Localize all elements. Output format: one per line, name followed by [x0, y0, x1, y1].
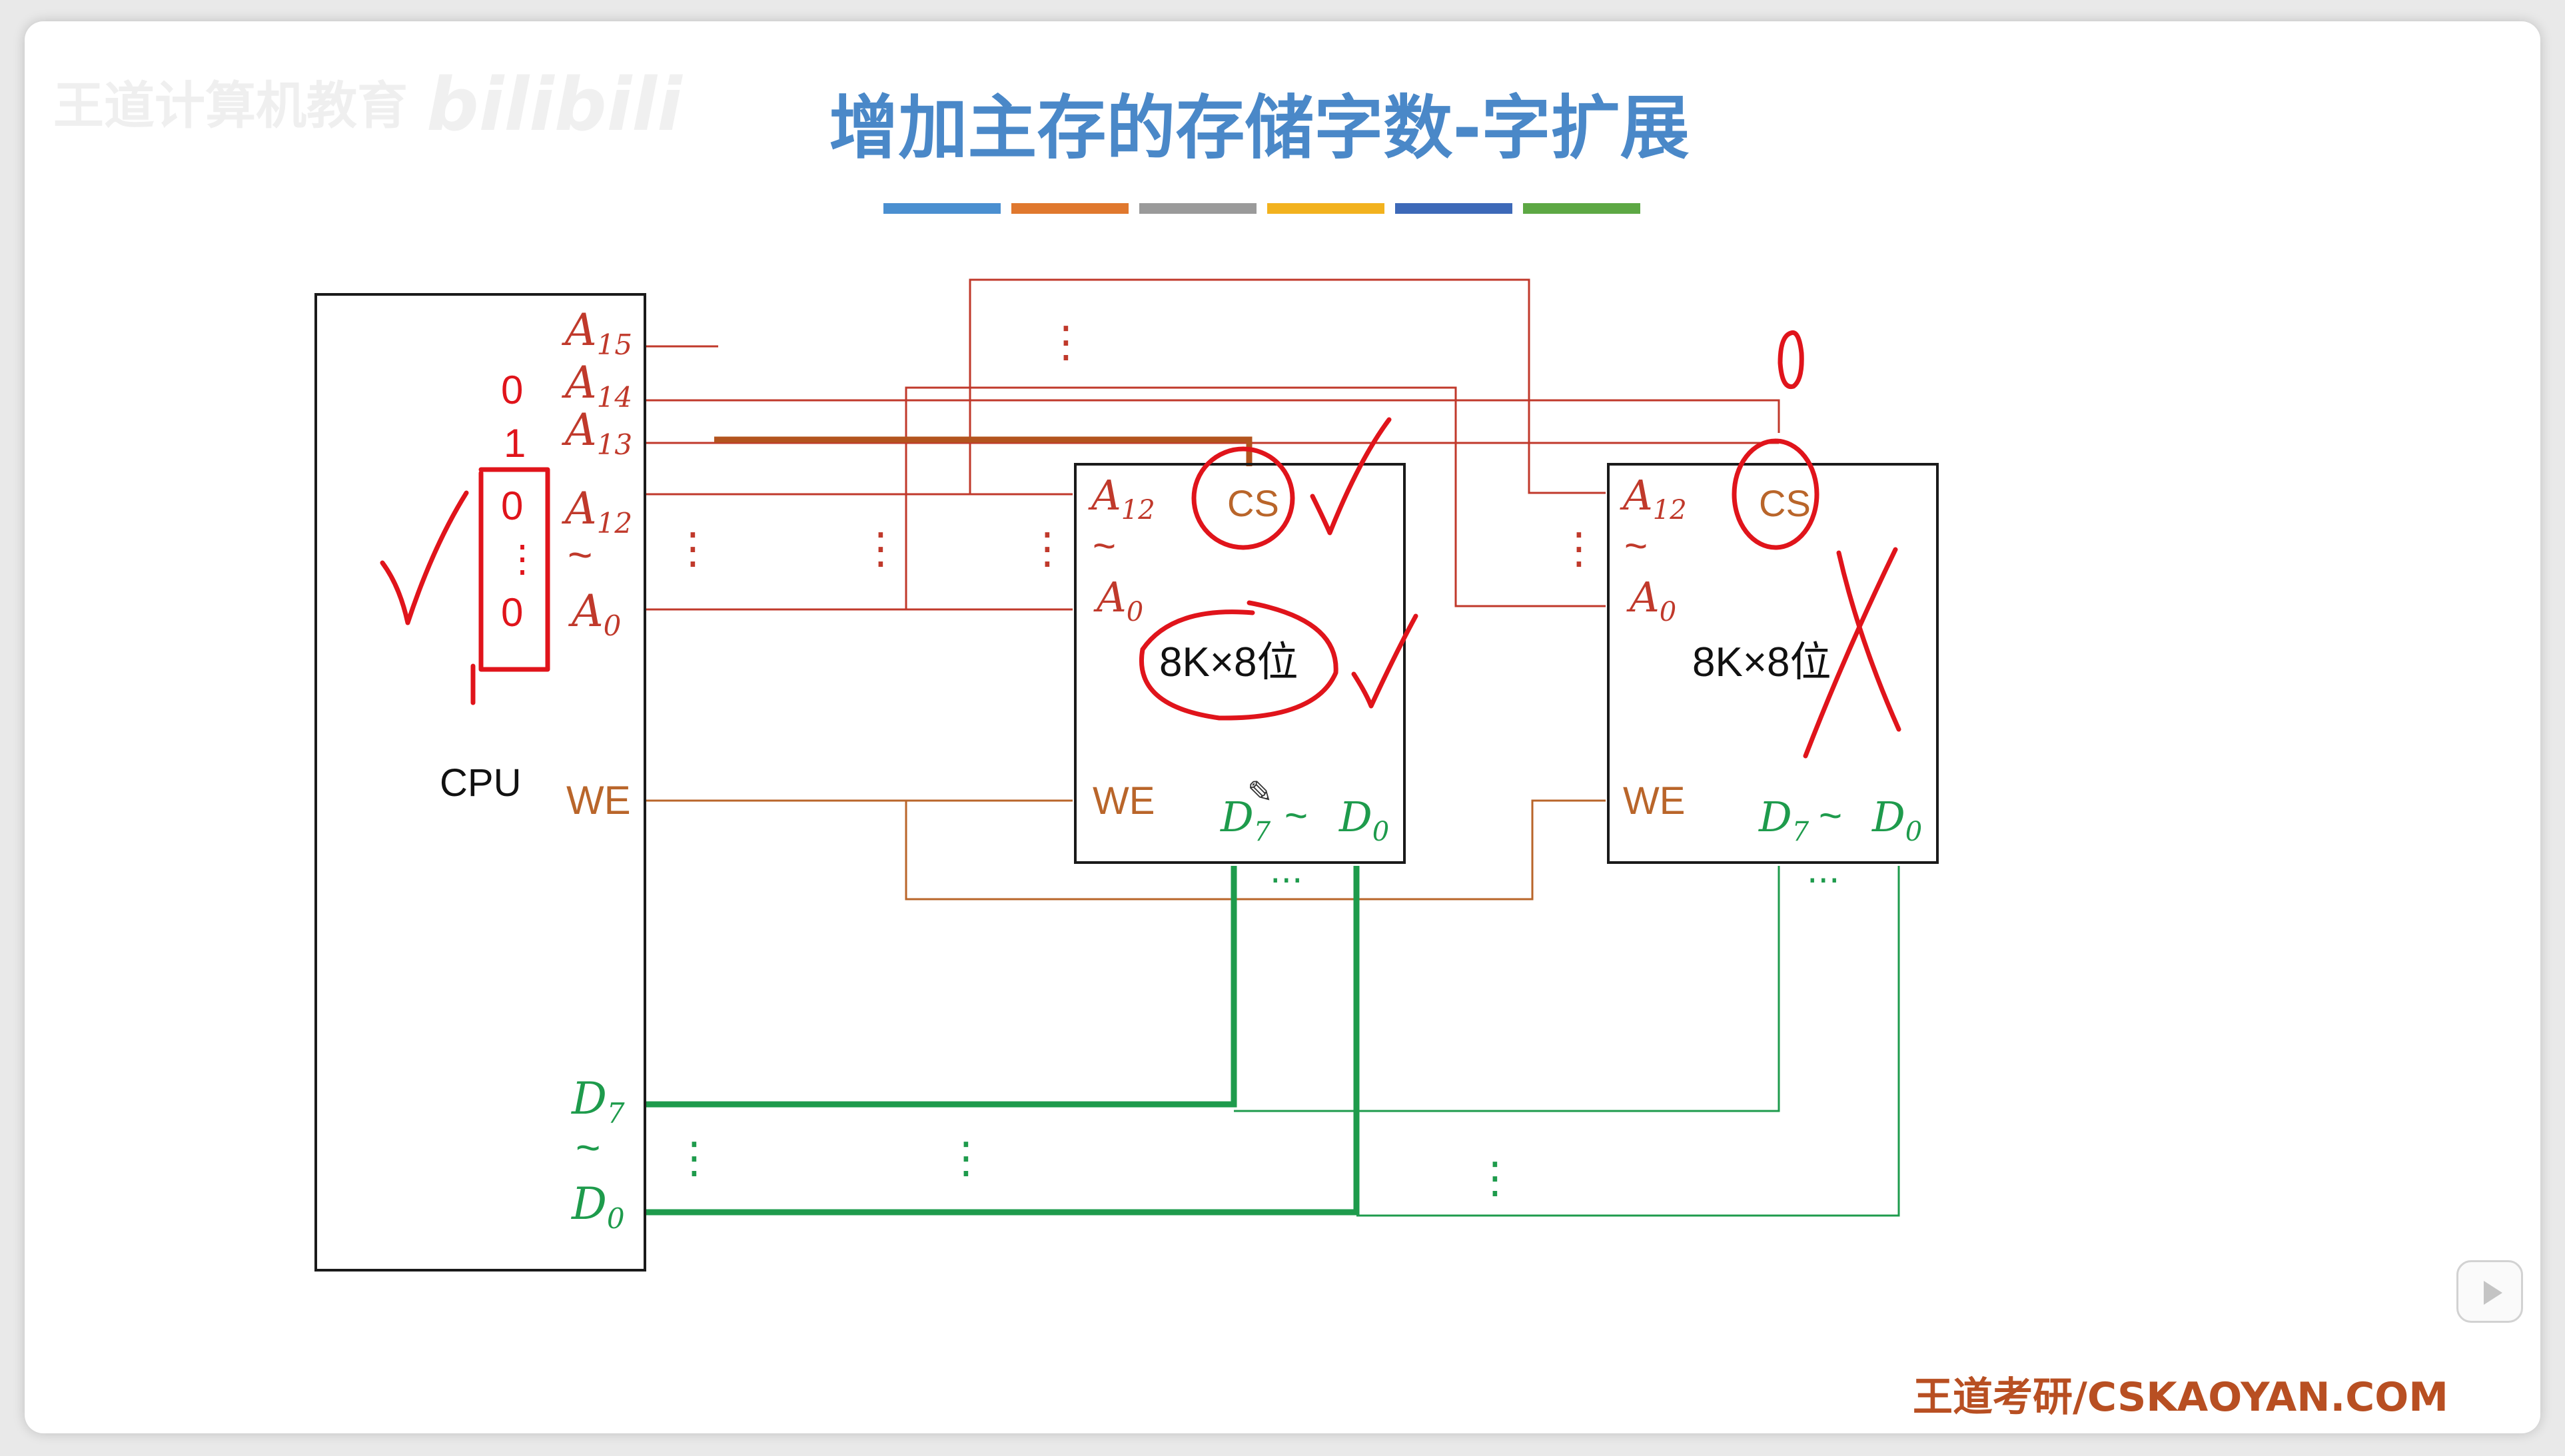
- d0-bus-chip1: [645, 866, 1360, 1216]
- check-mark-cs: [1310, 417, 1392, 536]
- we-loop-chip2: [905, 799, 1606, 901]
- a13-line-chip1: [714, 436, 1253, 466]
- title-color-bar: [883, 203, 1001, 214]
- ellipsis-data-chip1: ···: [1270, 861, 1303, 901]
- ellipsis-addr-5: ⋮: [1558, 524, 1600, 573]
- chip-1-pin-a0: A0: [1093, 573, 1143, 627]
- chip-2-pin-tilde: ~: [1624, 524, 1648, 568]
- memory-chip-2: A12 ~ A0 CS 8K×8位 WE D7 ~ D0: [1607, 463, 1939, 864]
- bus-a-chip1: [969, 278, 1606, 494]
- control-wiring: [645, 799, 1606, 901]
- data-wiring: [645, 866, 1900, 1217]
- cpu-pin-tilde: ~: [568, 531, 592, 579]
- a14-line: [645, 399, 1780, 433]
- circle-capacity-chip1: [1139, 600, 1338, 721]
- cpu-pin-d7: D7: [571, 1073, 625, 1130]
- cpu-box: [314, 293, 646, 1272]
- chip-2-capacity: 8K×8位: [1692, 639, 1831, 685]
- chip-2-pin-cs: CS: [1759, 482, 1811, 524]
- handwritten-annotations: [380, 330, 1901, 759]
- cpu-label: CPU: [440, 761, 521, 805]
- ellipsis-data-1: ⋮: [673, 1134, 716, 1183]
- watermark-brand: bilibili: [426, 62, 683, 147]
- cpu-pin-a13: A13: [561, 404, 632, 461]
- chip-2-pin-we: WE: [1623, 779, 1685, 823]
- d7-line-chip2: [1234, 866, 1780, 1112]
- ellipsis-addr-4: ⋮: [1045, 318, 1087, 367]
- memory-chip-1: A12 ~ A0 CS 8K×8位 WE D7 ~ D0: [1074, 463, 1406, 864]
- chip-1-pin-tilde: ~: [1093, 524, 1116, 568]
- footer-brand: 王道考研/CSKAOYAN.COM: [1913, 1374, 2448, 1421]
- chip-1-pin-d-tilde: ~: [1284, 793, 1308, 838]
- title-color-bars: [883, 203, 1640, 214]
- d7-bus-chip1: [645, 866, 1237, 1108]
- title-color-bar: [1267, 203, 1384, 214]
- title-color-bar: [1139, 203, 1257, 214]
- cross-chip2-a: [1836, 550, 1901, 732]
- chip-1-box: [1074, 463, 1406, 864]
- chip-2-box: [1607, 463, 1939, 864]
- chip-1-pin-a12: A12: [1088, 471, 1155, 526]
- bit-bracket: [478, 467, 550, 672]
- cpu-pin-a0: A0: [568, 585, 621, 642]
- zero-sketch: [1778, 330, 1804, 390]
- address-wiring: [645, 278, 1780, 611]
- ellipsis-data-3: ⋮: [1474, 1154, 1516, 1203]
- title-color-bar: [1395, 203, 1512, 214]
- chip-1-pin-cs: CS: [1227, 482, 1279, 524]
- ellipsis-data-2: ⋮: [945, 1134, 987, 1183]
- word-expansion-diagram: 王道计算机教育 bilibili 增加主存的存储字数-字扩展 CPU A15 A…: [53, 62, 2448, 1421]
- ellipsis-data-chip2: ···: [1807, 861, 1840, 901]
- check-mark-capacity: [1351, 613, 1418, 709]
- bit-dots: ⋮: [504, 538, 541, 579]
- play-button[interactable]: [2456, 1260, 2523, 1323]
- title-color-bar: [1011, 203, 1129, 214]
- ellipsis-marks: ⋮ ⋮ ⋮ ⋮ ⋮ ⋮ ⋮ ⋮ ··· ···: [672, 318, 1840, 1203]
- chip-2-pin-a0: A0: [1626, 573, 1676, 627]
- circle-cs-chip2: [1732, 438, 1819, 550]
- bit-a14: 0: [501, 368, 523, 412]
- bit-a0: 0: [501, 590, 523, 635]
- cpu-pin-a14: A14: [561, 357, 632, 414]
- cross-chip2-b: [1803, 547, 1898, 759]
- chip-1-capacity: 8K×8位: [1159, 639, 1298, 685]
- cpu-pin-a15: A15: [561, 304, 632, 361]
- ellipsis-addr-2: ⋮: [859, 524, 902, 573]
- watermark: 王道计算机教育: [53, 76, 408, 135]
- ellipsis-addr-1: ⋮: [672, 524, 714, 573]
- bus-b-chip2: [905, 386, 1606, 609]
- chip-2-pin-a12: A12: [1620, 471, 1687, 526]
- ellipsis-addr-3: ⋮: [1026, 524, 1069, 573]
- cpu-pin-a12: A12: [561, 483, 632, 540]
- d0-line-chip2: [1356, 866, 1900, 1217]
- title-color-bar: [1523, 203, 1640, 214]
- cpu-pin-tilde-data: ~: [576, 1124, 600, 1172]
- check-mark-cpu: [380, 490, 469, 625]
- cpu-pin-we: WE: [566, 778, 631, 823]
- chip-2-pin-d0: D0: [1871, 793, 1922, 847]
- page-title: 增加主存的存储字数-字扩展: [829, 87, 1689, 169]
- chip-1-pin-d7: D7: [1220, 793, 1271, 847]
- circle-cs-chip1: [1191, 446, 1295, 550]
- chip-1-pin-we: WE: [1093, 779, 1155, 823]
- bit-a13: 1: [504, 421, 526, 466]
- chip-2-pin-d-tilde: ~: [1819, 793, 1842, 838]
- pencil-icon: ✎: [1247, 774, 1273, 810]
- slide: 王道计算机教育 bilibili 增加主存的存储字数-字扩展 CPU A15 A…: [25, 21, 2540, 1433]
- chip-1-pin-d0: D0: [1338, 793, 1389, 847]
- bit-a12: 0: [501, 484, 523, 528]
- cpu-pin-d0: D0: [571, 1178, 625, 1235]
- chip-2-pin-d7: D7: [1758, 793, 1809, 847]
